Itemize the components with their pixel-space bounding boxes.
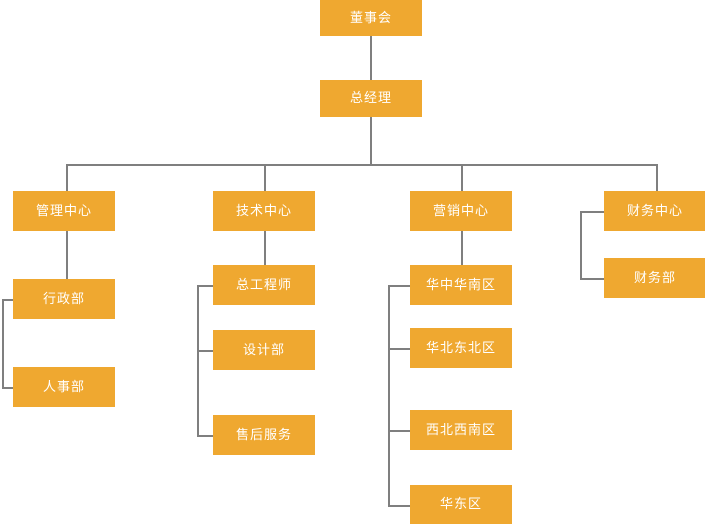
- node-region-central-south-china[interactable]: 华中华南区: [410, 265, 512, 305]
- node-region-northwest-southwest-china[interactable]: 西北西南区: [410, 410, 512, 450]
- connector-bus-to-tech-center: [264, 164, 266, 192]
- node-general-manager[interactable]: 总经理: [320, 80, 422, 117]
- connector-bus-to-fin-center: [656, 164, 658, 192]
- node-management-center[interactable]: 管理中心: [13, 191, 115, 231]
- connector-spine-to-fin-dept: [580, 278, 606, 280]
- node-general-manager-label: 总经理: [349, 91, 392, 106]
- node-marketing-center[interactable]: 营销中心: [410, 191, 512, 231]
- node-finance-department-label: 财务部: [633, 270, 676, 286]
- node-region-central-south-china-label: 华中华南区: [425, 277, 496, 293]
- node-management-center-label: 管理中心: [35, 203, 92, 219]
- node-board-label: 董事会: [349, 10, 392, 26]
- connector-spine-to-hr: [2, 387, 15, 389]
- node-administration-department-label: 行政部: [42, 291, 85, 307]
- connector-bus-to-mgmt-center: [66, 164, 68, 192]
- node-region-northwest-southwest-china-label: 西北西南区: [425, 422, 496, 438]
- connector-level2-bus: [66, 164, 658, 166]
- node-technology-center[interactable]: 技术中心: [213, 191, 315, 231]
- connector-mkt-center-to-region-cs: [461, 231, 463, 265]
- node-after-sales-service-label: 售后服务: [235, 427, 292, 443]
- node-hr-department[interactable]: 人事部: [13, 367, 115, 407]
- node-design-department[interactable]: 设计部: [213, 330, 315, 370]
- connector-spine-to-region-nwsw: [388, 430, 412, 432]
- connector-gm-stem: [370, 117, 372, 165]
- node-chief-engineer-label: 总工程师: [235, 277, 292, 293]
- connector-fin-left-spine: [580, 211, 582, 278]
- node-design-department-label: 设计部: [242, 342, 285, 358]
- connector-spine-to-design: [197, 350, 215, 352]
- node-technology-center-label: 技术中心: [235, 203, 292, 219]
- connector-spine-to-chief-eng: [197, 285, 215, 287]
- connector-spine-to-service: [197, 435, 215, 437]
- node-finance-center[interactable]: 财务中心: [604, 191, 705, 231]
- node-region-east-china[interactable]: 华东区: [410, 485, 512, 524]
- node-administration-department[interactable]: 行政部: [13, 279, 115, 319]
- connector-board-to-gm: [370, 36, 372, 80]
- node-after-sales-service[interactable]: 售后服务: [213, 415, 315, 455]
- node-finance-department[interactable]: 财务部: [604, 258, 705, 298]
- node-region-north-northeast-china-label: 华北东北区: [425, 340, 496, 356]
- connector-bus-to-mkt-center: [461, 164, 463, 192]
- connector-tech-left-spine: [197, 285, 199, 435]
- connector-spine-to-region-cs: [388, 285, 412, 287]
- node-region-north-northeast-china[interactable]: 华北东北区: [410, 328, 512, 368]
- node-chief-engineer[interactable]: 总工程师: [213, 265, 315, 305]
- connector-spine-to-region-nne: [388, 348, 412, 350]
- connector-mkt-left-spine: [388, 285, 390, 505]
- connector-spine-to-admin: [2, 299, 15, 301]
- connector-mgmt-left-spine: [2, 299, 4, 387]
- connector-tech-center-to-chief-eng: [264, 231, 266, 265]
- node-hr-department-label: 人事部: [42, 379, 85, 395]
- connector-spine-to-region-east: [388, 505, 412, 507]
- node-finance-center-label: 财务中心: [626, 203, 683, 219]
- node-marketing-center-label: 营销中心: [432, 203, 489, 219]
- node-board[interactable]: 董事会: [320, 0, 422, 36]
- connector-spine-to-fin-center: [580, 211, 606, 213]
- connector-mgmt-center-to-admin: [66, 231, 68, 279]
- node-region-east-china-label: 华东区: [439, 497, 482, 512]
